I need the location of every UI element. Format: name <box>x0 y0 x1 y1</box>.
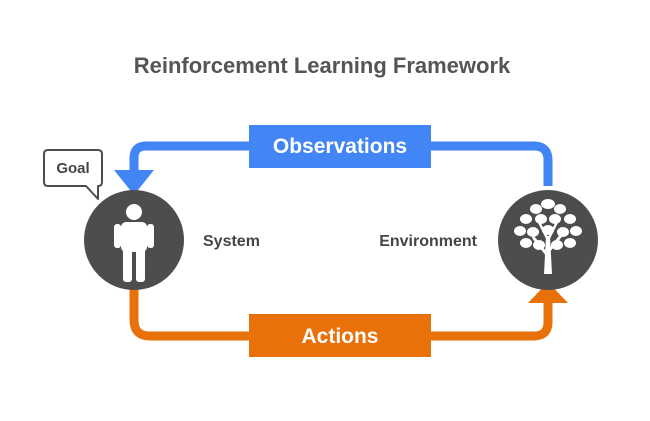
goal-label: Goal <box>56 160 89 177</box>
observations-box <box>249 125 431 168</box>
observations-label: Observations <box>273 135 407 158</box>
actions-label: Actions <box>301 325 378 348</box>
environment-label: Environment <box>379 233 477 250</box>
tree-icon <box>514 199 582 274</box>
goal-speech-bubble <box>43 149 103 200</box>
person-icon <box>114 204 154 282</box>
actions-arrow-head <box>528 282 568 303</box>
system-label: System <box>203 233 260 250</box>
diagram-title: Reinforcement Learning Framework <box>134 53 511 78</box>
observations-arrow-head <box>114 170 154 195</box>
actions-box <box>249 314 431 357</box>
